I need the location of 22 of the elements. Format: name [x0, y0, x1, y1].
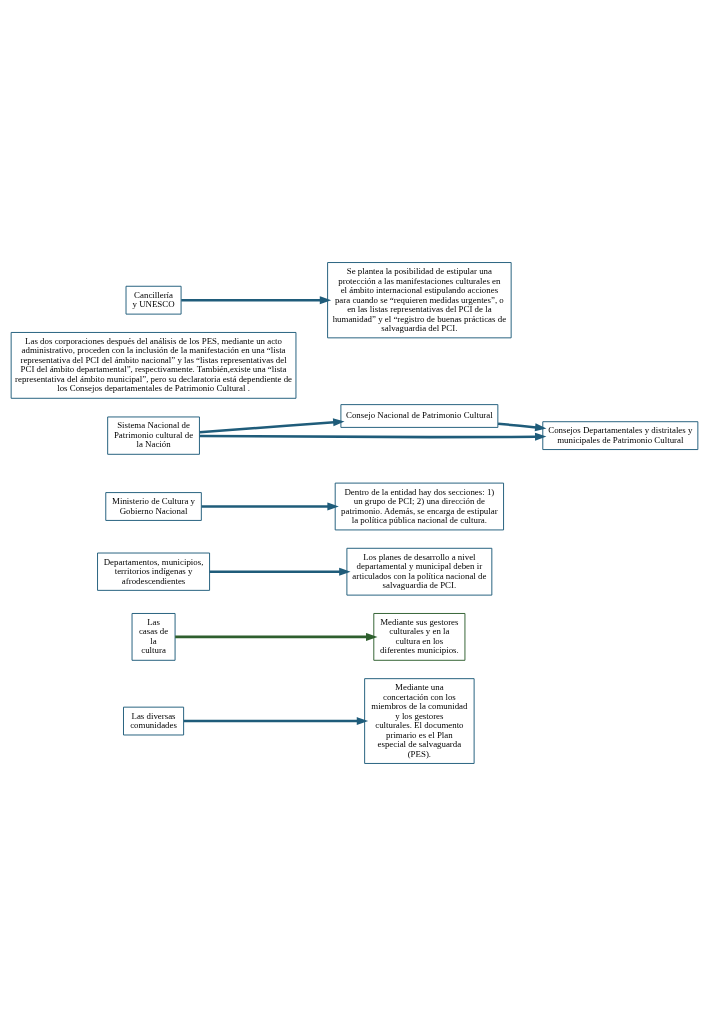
node-box: Consejos Departamentales y distritales y municipales de Patrimonio Cultural: [542, 421, 699, 451]
node-box: Mediante sus gestores culturales y en la cultura en los diferentes municipios.: [373, 613, 466, 661]
node-box: Cancillería y UNESCO: [125, 285, 182, 315]
node-box: Sistema Nacional de Patrimonio cultural de la Nación: [107, 416, 200, 455]
node-box: Mediante una concertación con los miembros de la comunidad y los gestores culturales. El documento primario es el Plan especial de salvaguarda (PES).: [364, 678, 475, 764]
node-box: Se plantea la posibilidad de estipular una protección a las manifestaciones culturales en el ámbito internacional estipulando acciones para cuando se “requieren medidas urgentes”, o en las listas representativas del PCI de la humanidad” y el “registro de buenas prácticas de salvaguardia del PCI.: [327, 262, 512, 339]
arrow: [209, 567, 351, 576]
node-box: Dentro de la entidad hay dos secciones: 1) un grupo de PCI; 2) una dirección de patrimonio. Además, se encarga de estipular la política pública nacional de cultura.: [334, 482, 505, 531]
arrow: [175, 632, 378, 641]
node-box: Consejo Nacional de Patrimonio Cultural: [340, 404, 499, 428]
arrow: [183, 717, 369, 726]
node-box: Las casas de la cultura: [131, 613, 176, 661]
arrow: [199, 418, 345, 434]
node-box: Los planes de desarrollo a nivel departamental y municipal deben ir articulados con la política nacional de salvaguardia de PCI.: [346, 547, 493, 596]
arrow: [199, 432, 547, 441]
node-box: Departamentos, municipios, territorios indígenas y afrodescendientes: [97, 552, 211, 591]
arrow: [181, 296, 332, 305]
node-box: Ministerio de Cultura y Gobierno Nacional: [105, 492, 202, 521]
arrow: [201, 502, 339, 511]
arrow: [497, 422, 547, 432]
node-box: Las dos corporaciones después del análisis de los PES, mediante un acto administrativo, proceden con la inclusión de la manifestación en una “lista representativa del PCI del ámbito nacional” y las “listas representativas del PCI del ámbito departamental”, respectivamente. También,existe una “lista representativa del ámbito municipal”, pero su declaratoria está dependiente de los Consejos departamentales de Patrimonio Cultural .: [10, 332, 297, 399]
node-box: Las diversas comunidades: [123, 706, 185, 736]
